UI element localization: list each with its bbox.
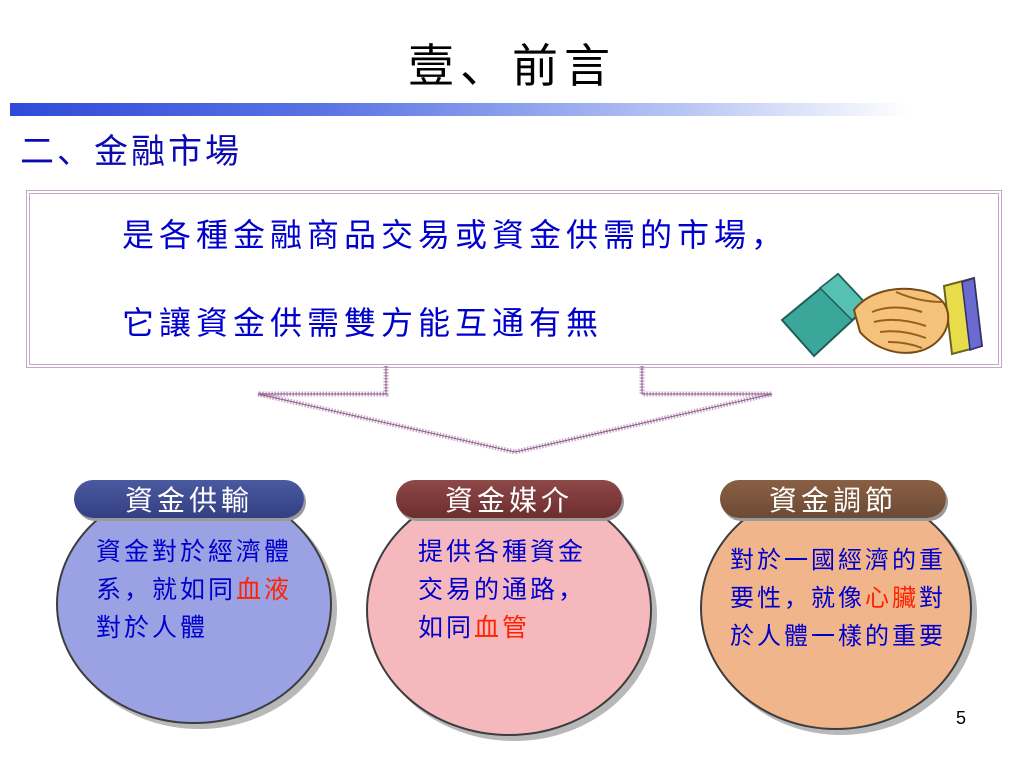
supply-description: 資金對於經濟體系，就如同血液對於人體 [96, 537, 293, 642]
funnel-arrow-icon [257, 366, 773, 455]
regulation-description: 對於一國經濟的重要性，就像心臟對於人體一樣的重要 [730, 546, 946, 650]
slide-title: 壹、前言 [408, 39, 616, 93]
intermediary-label: 資金媒介 [396, 480, 622, 518]
supply-label: 資金供輸 [74, 480, 304, 518]
regulation-label: 資金調節 [720, 480, 946, 518]
intermediary-oval [366, 484, 652, 736]
section-heading: 二、金融市場 [20, 132, 242, 172]
supply-oval [56, 484, 332, 724]
definition-line-2: 它讓資金供需雙方能互通有無 [122, 304, 604, 342]
definition-line-1: 是各種金融商品交易或資金供需的市場， [122, 216, 789, 254]
handshake-icon [780, 272, 984, 358]
intermediary-description: 提供各種資金交易的通路，如同血管 [418, 537, 587, 642]
title-underline [10, 103, 910, 116]
page-number: 5 [955, 708, 966, 728]
